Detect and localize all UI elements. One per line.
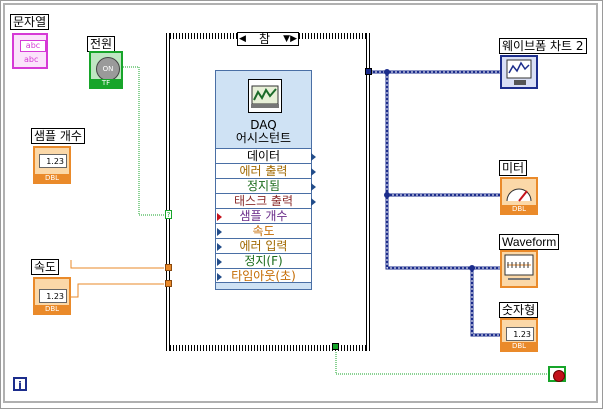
case-selector[interactable]: ◀ 참 ▼▶ — [237, 32, 299, 46]
speed-value: 1.23 — [39, 289, 67, 303]
string-type-text: abc — [24, 55, 39, 64]
power-wire — [123, 66, 166, 216]
daq-row-label: 에러 입력 — [239, 239, 288, 253]
meter-indicator[interactable]: DBL — [500, 177, 538, 215]
case-dropdown-icon[interactable]: ▼▶ — [283, 34, 297, 44]
daq-input-speed[interactable]: 속도 — [216, 223, 311, 238]
daq-input-timeout[interactable]: 타임아웃(초) — [216, 268, 311, 283]
numeric-value: 1.23 — [506, 327, 534, 341]
speed-type: DBL — [35, 305, 69, 313]
stopped-wire — [313, 184, 548, 375]
power-label: 전원 — [87, 36, 116, 52]
daq-input-error[interactable]: 에러 입력 — [216, 238, 311, 253]
waveform-chart-indicator[interactable] — [500, 55, 538, 89]
daq-title: DAQ 어시스턴트 — [216, 119, 311, 145]
speed-tunnel — [165, 280, 172, 287]
daq-row-label: 정지됨 — [246, 179, 281, 193]
loop-stop-terminal[interactable] — [548, 366, 566, 382]
daq-output-stopped[interactable]: 정지됨 — [216, 178, 316, 193]
sample-count-label: 샘플 개수 — [31, 128, 85, 144]
speed-label: 속도 — [31, 259, 60, 275]
daq-input-stop[interactable]: 정지(F) — [216, 253, 311, 268]
daq-row-label: 샘플 개수 — [239, 209, 288, 223]
numeric-label: 숫자형 — [499, 302, 539, 318]
daq-row-label: 속도 — [252, 224, 275, 238]
numeric-wire — [470, 268, 500, 337]
stopped-tunnel — [332, 343, 339, 350]
power-type: TF — [91, 79, 121, 87]
daq-row-label: 에러 출력 — [239, 164, 288, 178]
daq-output-data[interactable]: 데이터 — [216, 148, 316, 163]
meter-wire-inner — [386, 72, 500, 196]
case-selector-value: 참 — [259, 32, 271, 46]
input-arrow-icon — [217, 228, 222, 236]
sample-count-type: DBL — [35, 174, 69, 182]
sample-count-control[interactable]: 1.23 DBL — [33, 146, 71, 184]
input-arrow-icon — [217, 273, 222, 281]
numeric-type: DBL — [502, 342, 536, 350]
sample-count-value: 1.23 — [39, 154, 67, 168]
speed-wire — [71, 283, 218, 298]
input-arrow-icon — [217, 213, 222, 221]
boolean-tunnel-icon: ? — [165, 210, 172, 219]
string-value: abc — [20, 40, 46, 52]
meter-type: DBL — [502, 205, 536, 213]
info-icon[interactable]: i — [13, 377, 27, 392]
waveform-indicator[interactable] — [500, 250, 538, 288]
daq-row-label: 데이터 — [246, 149, 281, 163]
output-arrow-icon — [311, 198, 316, 206]
waveform-chart-label: 웨이브폼 차트 2 — [499, 38, 587, 54]
numeric-indicator[interactable]: 1.23 DBL — [500, 318, 538, 352]
power-switch[interactable]: ON TF — [89, 51, 123, 89]
daq-input-sample-count[interactable]: 샘플 개수 — [216, 208, 311, 223]
waveform-wire-inner — [386, 195, 500, 269]
stop-icon — [553, 370, 565, 382]
daq-row-label: 태스크 출력 — [233, 194, 293, 208]
waveform-wire — [385, 195, 500, 270]
power-button[interactable]: ON — [96, 57, 120, 81]
daq-title-line1: DAQ — [250, 118, 277, 132]
sample-count-tunnel — [165, 264, 172, 271]
daq-output-task[interactable]: 태스크 출력 — [216, 193, 316, 208]
meter-label: 미터 — [499, 160, 528, 176]
string-control[interactable]: abc abc — [12, 33, 48, 69]
string-label: 문자열 — [10, 14, 50, 30]
meter-icon — [506, 188, 532, 202]
case-prev-icon[interactable]: ◀ — [239, 34, 246, 44]
daq-row-label: 타임아웃(초) — [231, 269, 296, 283]
waveform-label: Waveform — [499, 234, 560, 250]
speed-control[interactable]: 1.23 DBL — [33, 277, 71, 315]
daq-icon — [248, 79, 282, 113]
output-arrow-icon — [311, 153, 316, 161]
input-arrow-icon — [217, 258, 222, 266]
daq-title-line2: 어시스턴트 — [235, 131, 292, 145]
daq-output-error[interactable]: 에러 출력 — [216, 163, 316, 178]
data-tunnel — [365, 68, 372, 75]
input-arrow-icon — [217, 243, 222, 251]
daq-row-label: 정지(F) — [244, 254, 283, 268]
waveform-icon — [504, 254, 534, 280]
diagram-inner-border — [3, 3, 598, 403]
output-arrow-icon — [311, 183, 316, 191]
meter-wire — [385, 72, 500, 197]
chart-icon — [506, 59, 532, 85]
daq-assistant-express-vi[interactable]: DAQ 어시스턴트 데이터 에러 출력 정지됨 태스크 출력 샘플 개수 속도 … — [215, 70, 316, 290]
numeric-wire-inner — [471, 268, 500, 336]
output-arrow-icon — [311, 168, 316, 176]
